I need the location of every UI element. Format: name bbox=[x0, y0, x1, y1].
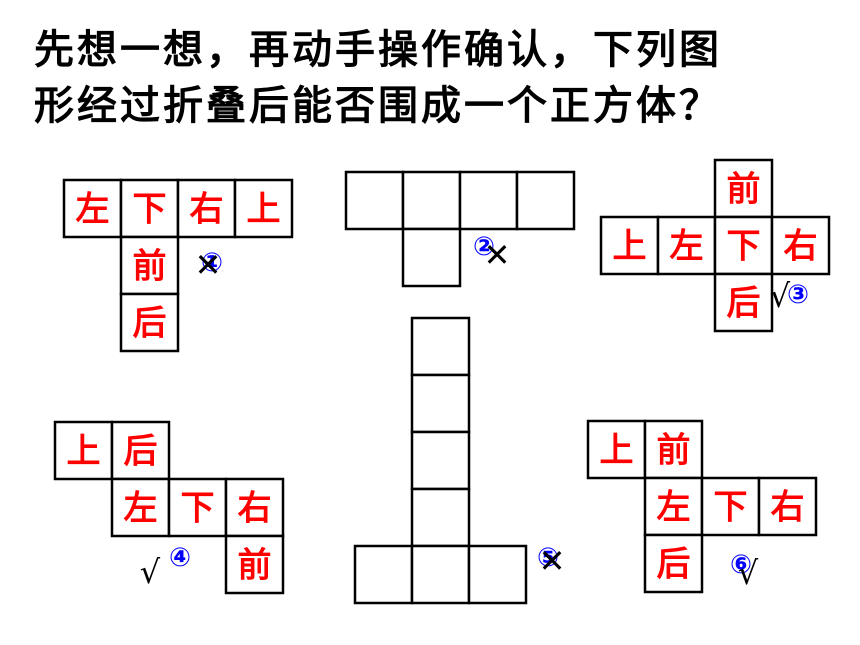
net-4-face-6 bbox=[224, 534, 285, 595]
net-1-face-5 bbox=[119, 235, 180, 296]
net-2-face-3 bbox=[458, 170, 519, 231]
net-2-cross-mark: ✕ bbox=[484, 236, 511, 274]
net-5-face-7 bbox=[467, 544, 528, 605]
net-4-face-label: 前 bbox=[238, 546, 272, 586]
net-6-face-6 bbox=[643, 533, 704, 594]
net-4-face-label: 上 bbox=[67, 432, 101, 472]
net-5-face-4 bbox=[410, 487, 471, 548]
net-5-face-5 bbox=[353, 544, 414, 605]
net-3-face-1 bbox=[713, 158, 774, 219]
net-1-face-4 bbox=[233, 178, 294, 239]
title-line-1: 先想一想，再动手操作确认，下列图 bbox=[34, 27, 722, 73]
net-3-face-label: 左 bbox=[670, 227, 704, 267]
net-2-face-4 bbox=[515, 170, 576, 231]
net-4-face-label: 右 bbox=[238, 489, 272, 529]
net-1-face-label: 后 bbox=[133, 304, 167, 344]
net-2-face-1 bbox=[344, 170, 405, 231]
net-3-face-label: 右 bbox=[784, 227, 818, 267]
net-4-face-label: 后 bbox=[124, 432, 158, 472]
net-5-face-3 bbox=[410, 430, 471, 491]
net-1-face-label: 前 bbox=[133, 247, 167, 287]
title-line-2: 形经过折叠后能否围成一个正方体？ bbox=[34, 83, 722, 129]
net-4-face-2 bbox=[110, 420, 171, 481]
net-2-face-2 bbox=[401, 170, 462, 231]
net-1-face-6 bbox=[119, 292, 180, 353]
net-1-face-1 bbox=[62, 178, 123, 239]
net-1-face-label: 下 bbox=[133, 190, 167, 230]
net-3-face-label: 后 bbox=[727, 284, 761, 324]
net-5-number: ⑤ bbox=[537, 543, 559, 573]
net-5-face-6 bbox=[410, 544, 471, 605]
net-3-face-label: 上 bbox=[613, 227, 647, 267]
net-4-face-label: 下 bbox=[181, 489, 215, 529]
net-3-number: ③ bbox=[787, 280, 809, 310]
net-4-number: ④ bbox=[169, 543, 191, 573]
net-6-face-label: 下 bbox=[714, 488, 748, 528]
net-3-face-label: 前 bbox=[727, 170, 761, 210]
net-3-face-label: 下 bbox=[727, 227, 761, 267]
net-5-face-2 bbox=[410, 373, 471, 434]
net-1-face-label: 右 bbox=[190, 190, 224, 230]
net-2-face-5 bbox=[401, 227, 462, 288]
net-3-face-6 bbox=[713, 272, 774, 333]
net-5-cross-mark: ✕ bbox=[539, 542, 566, 580]
net-6-face-label: 上 bbox=[600, 431, 634, 471]
net-6-face-label: 前 bbox=[657, 431, 691, 471]
net-6-face-label: 左 bbox=[657, 488, 691, 528]
net-6-face-4 bbox=[700, 476, 761, 537]
net-1-number: ① bbox=[201, 248, 223, 278]
net-6-check-mark: √ bbox=[738, 554, 759, 592]
net-1-face-label: 左 bbox=[76, 190, 110, 230]
net-5-face-1 bbox=[410, 316, 471, 377]
net-6-face-label: 右 bbox=[771, 488, 805, 528]
net-6-number: ⑥ bbox=[730, 550, 752, 580]
net-6-face-label: 后 bbox=[657, 545, 691, 585]
net-4-face-label: 左 bbox=[124, 489, 158, 529]
net-2-number: ② bbox=[473, 232, 495, 262]
net-4-face-1 bbox=[53, 420, 114, 481]
net-4-check-mark: √ bbox=[140, 553, 161, 591]
net-4-face-5 bbox=[224, 477, 285, 538]
net-3-check-mark: √ bbox=[770, 277, 791, 315]
net-1-cross-mark: ✕ bbox=[195, 246, 222, 284]
net-6-face-1 bbox=[586, 419, 647, 480]
net-1-face-label: 上 bbox=[247, 190, 281, 230]
